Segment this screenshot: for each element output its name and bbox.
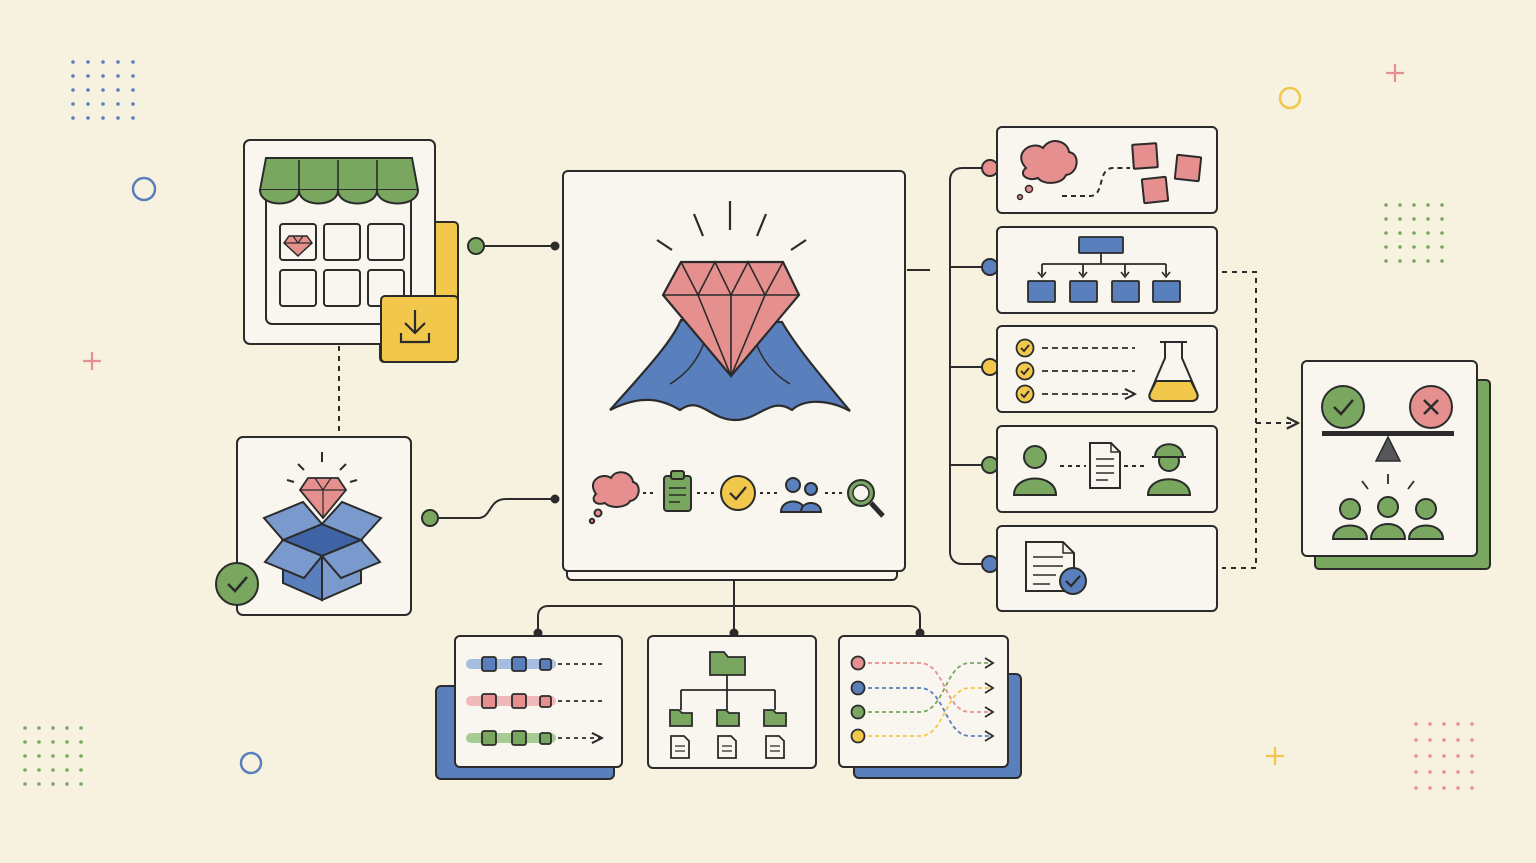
person-icon [1012, 445, 1058, 496]
document-icon [1089, 442, 1121, 489]
ideation-card [996, 126, 1218, 214]
right-cards [996, 126, 1218, 612]
gem-icon [298, 477, 348, 520]
check-circle-icon [720, 475, 756, 511]
x-circle-icon [1409, 385, 1453, 429]
check-circle-icon [1321, 385, 1365, 429]
sticky-notes-icon [1131, 142, 1203, 205]
gem-icon [661, 260, 801, 379]
document-check-icon [1025, 541, 1087, 595]
experiments-card [996, 325, 1218, 413]
sparkle-lines [1361, 474, 1415, 490]
connector-node [421, 509, 439, 527]
worker-icon [1146, 443, 1192, 496]
ring-blue-bottom [239, 751, 263, 775]
hierarchy-card [996, 226, 1218, 314]
thought-bubble-icon [1016, 140, 1078, 201]
plus-pink-left [83, 352, 101, 370]
approved-doc-card [996, 525, 1218, 612]
crossing-arrows-icon [850, 655, 995, 744]
unboxing-card [215, 436, 412, 616]
handoff-card [996, 425, 1218, 513]
download-icon [380, 295, 459, 363]
open-box-icon [262, 500, 383, 602]
connector-center-bottom [537, 580, 921, 630]
ring-blue-top [131, 176, 157, 202]
plus-yellow [1266, 747, 1284, 765]
org-chart-icon [1027, 236, 1181, 303]
pipelines-card [435, 635, 623, 780]
step-flow [588, 470, 885, 525]
center-card [562, 170, 906, 581]
decorations [23, 60, 1474, 790]
dot-grid-right [1384, 203, 1444, 263]
flask-icon [1148, 341, 1199, 402]
clipboard-icon [663, 470, 692, 512]
plus-pink-right [1386, 64, 1404, 82]
balance-scale-icon [1322, 431, 1454, 462]
gem-sparkle-icon [656, 201, 807, 251]
decision-card [1301, 360, 1491, 570]
checklist-icon [1015, 338, 1136, 403]
magnifier-icon [847, 479, 885, 518]
group-icon [1331, 496, 1445, 540]
gem-sparkle-icon [286, 452, 358, 483]
pipeline-rows-icon [466, 656, 602, 745]
connector-box-center [439, 498, 555, 519]
folder-tree-icon [669, 651, 787, 759]
dot-grid-bottom-left [23, 726, 83, 786]
dot-grid-bottom-right [1414, 722, 1474, 790]
connector-right-to-decision [1222, 271, 1298, 569]
storefront-card [243, 139, 459, 363]
thought-bubble-icon [588, 471, 640, 525]
crossing-flows-card [838, 635, 1022, 779]
file-tree-card [647, 635, 817, 769]
connector-right-bus [907, 167, 990, 565]
gem-icon [283, 235, 313, 258]
people-icon [779, 477, 823, 513]
check-circle-icon [215, 562, 259, 606]
dot-grid-top-left [71, 60, 135, 120]
ring-yellow [1278, 86, 1302, 110]
connector-node [467, 237, 485, 255]
